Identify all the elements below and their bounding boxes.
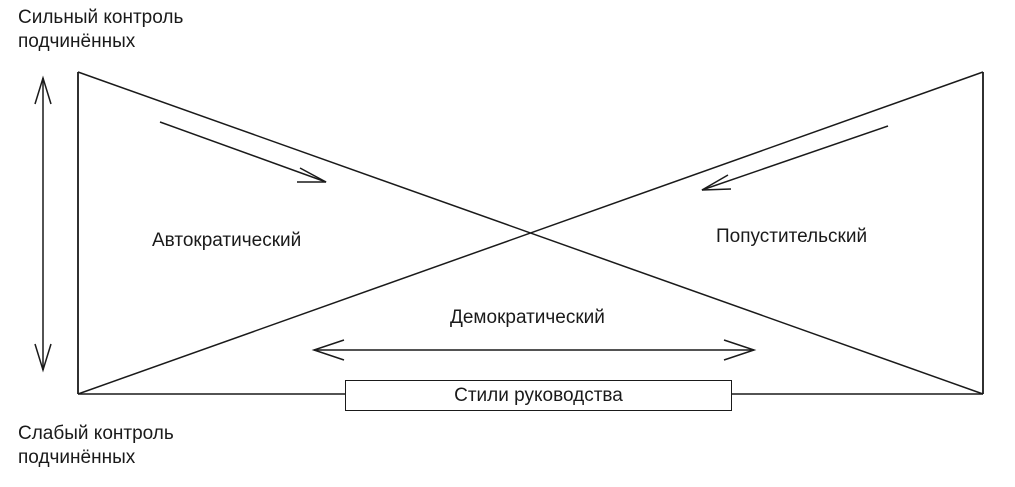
permissive-style-label: Попустительский <box>716 226 868 247</box>
strong-control-line-1: Сильный контроль <box>18 7 184 28</box>
control-axis-arrow <box>34 75 52 373</box>
permissive-arrow <box>701 125 889 191</box>
autocratic-arrow <box>159 121 327 183</box>
leadership-styles-caption: Стили руководства <box>345 380 732 411</box>
diagonal-up <box>77 71 984 395</box>
strong-control-label: Сильный контроль подчинённых <box>18 6 183 54</box>
weak-control-line-1: Слабый контроль <box>18 423 174 444</box>
democratic-arrow <box>311 339 757 361</box>
democratic-style-label: Демократический <box>450 307 605 328</box>
strong-control-line-2: подчинённых <box>18 31 136 52</box>
autocratic-style-label: Автократический <box>152 230 302 251</box>
weak-control-label: Слабый контроль подчинённых <box>18 422 174 470</box>
weak-control-line-2: подчинённых <box>18 447 136 468</box>
caption-text: Стили руководства <box>454 384 623 406</box>
